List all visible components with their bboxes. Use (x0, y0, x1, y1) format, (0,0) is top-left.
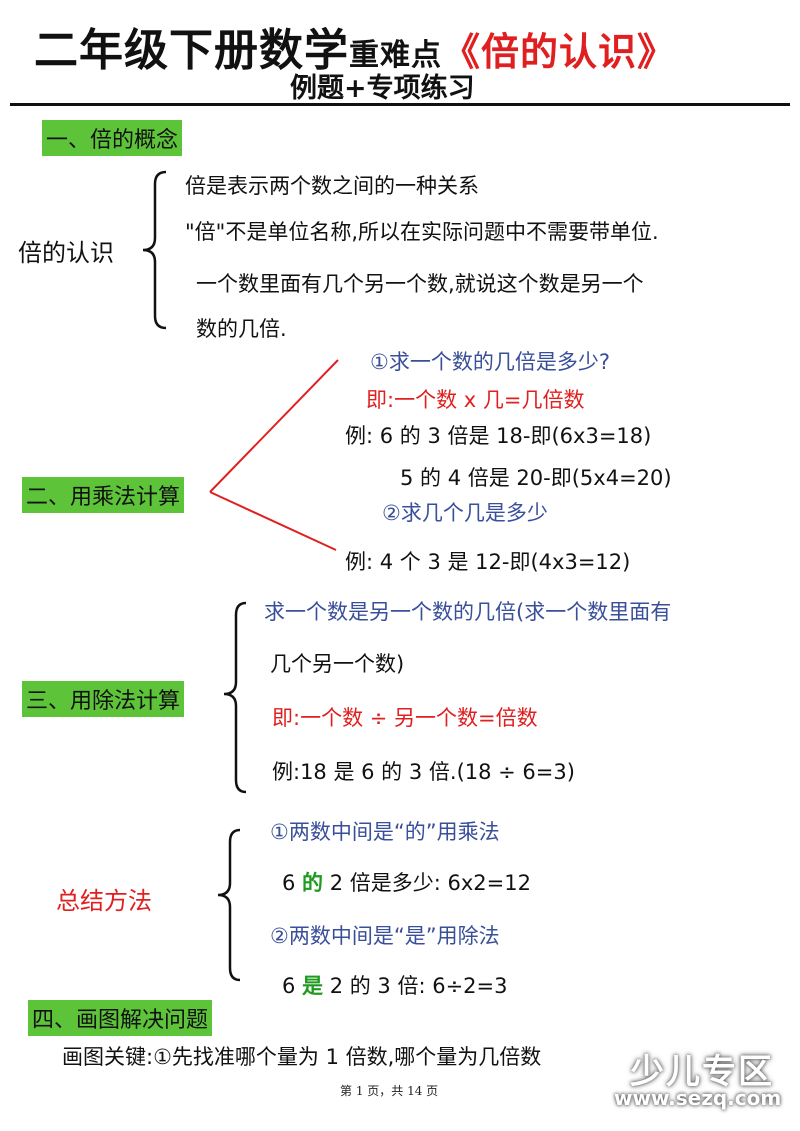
s3-rule: 即:一个数 ÷ 另一个数=倍数 (272, 706, 538, 730)
title-main: 二年级下册数学 (34, 25, 349, 76)
page-footer: 第 1 页，共 14 页 (340, 1084, 439, 1098)
summary-method-1: ①两数中间是“的”用乘法 (270, 820, 500, 844)
s2-example-1: 例: 6 的 3 倍是 18-即(6x3=18) (345, 424, 652, 448)
watermark-url: www.sezq.com (614, 1086, 782, 1110)
s2-question-2: ②求几个几是多少 (382, 501, 548, 525)
keyword-shi: 是 (302, 974, 324, 998)
page-title: 二年级下册数学重难点《倍的认识》 (34, 14, 676, 78)
summary-example-1: 6 的 2 倍是多少: 6x2=12 (282, 871, 531, 895)
s3-line-1: 求一个数是另一个数的几倍(求一个数里面有 (264, 600, 672, 624)
s4-line-1: 画图关键:①先找准哪个量为 1 倍数,哪个量为几倍数 (62, 1045, 542, 1069)
brace-section3 (223, 601, 247, 794)
summary-method-2: ②两数中间是“是”用除法 (270, 924, 500, 948)
s2-example-2: 5 的 4 倍是 20-即(5x4=20) (400, 466, 672, 490)
section4-heading: 四、画图解决问题 (28, 1000, 213, 1036)
watermark-logo: 少儿专区 www.sezq.com (600, 1042, 781, 1114)
s2-question-1: ①求一个数的几倍是多少? (370, 350, 610, 374)
s1-line-3: 一个数里面有几个另一个数,就说这个数是另一个 (196, 272, 644, 296)
section3-heading: 三、用除法计算 (22, 681, 185, 717)
brace-summary (217, 828, 241, 982)
section1-heading: 一、倍的概念 (42, 120, 183, 156)
section1-label: 倍的认识 (18, 239, 114, 267)
line-to-q2 (209, 491, 337, 551)
section2-heading: 二、用乘法计算 (22, 477, 185, 513)
header-divider (10, 103, 790, 106)
summary-example-2: 6 是 2 的 3 倍: 6÷2=3 (282, 974, 508, 998)
s3-example: 例:18 是 6 的 3 倍.(18 ÷ 6=3) (272, 760, 575, 784)
s2-rule-1: 即:一个数 x 几=几倍数 (366, 388, 585, 412)
line-to-q1 (209, 359, 339, 493)
title-mid: 重难点 (349, 38, 442, 73)
s1-line-2: "倍"不是单位名称,所以在实际问题中不需要带单位. (185, 220, 659, 244)
summary-label: 总结方法 (56, 887, 152, 915)
title-topic: 《倍的认识》 (442, 30, 677, 74)
brace-section1 (142, 170, 167, 330)
s1-line-1: 倍是表示两个数之间的一种关系 (185, 174, 479, 198)
s1-line-4: 数的几倍. (196, 317, 287, 341)
page-subtitle: 例题+专项练习 (290, 73, 475, 104)
keyword-de: 的 (302, 871, 324, 895)
watermark-brand: 少儿专区 (630, 1052, 774, 1092)
s3-line-2: 几个另一个数) (270, 652, 405, 676)
s2-example-3: 例: 4 个 3 是 12-即(4x3=12) (345, 550, 631, 574)
